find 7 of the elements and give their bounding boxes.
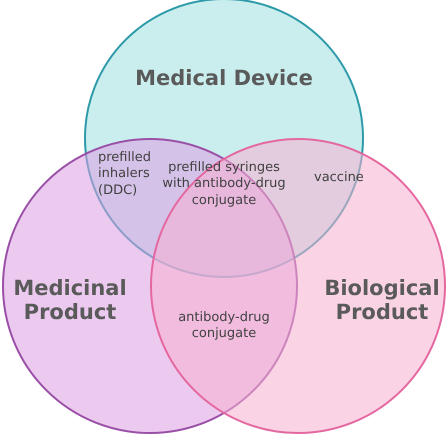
set-label: Biological Product [323,276,441,324]
region-label: antibody-drug conjugate [177,310,271,342]
set-label: Medical Device [134,66,314,90]
region-label: prefilled inhalers (DDC) [98,150,152,199]
set-label: Medicinal Product [12,276,128,324]
region-label: vaccine [314,170,365,186]
region-label: prefilled syringes with antibody-drug conjugate [162,160,286,209]
